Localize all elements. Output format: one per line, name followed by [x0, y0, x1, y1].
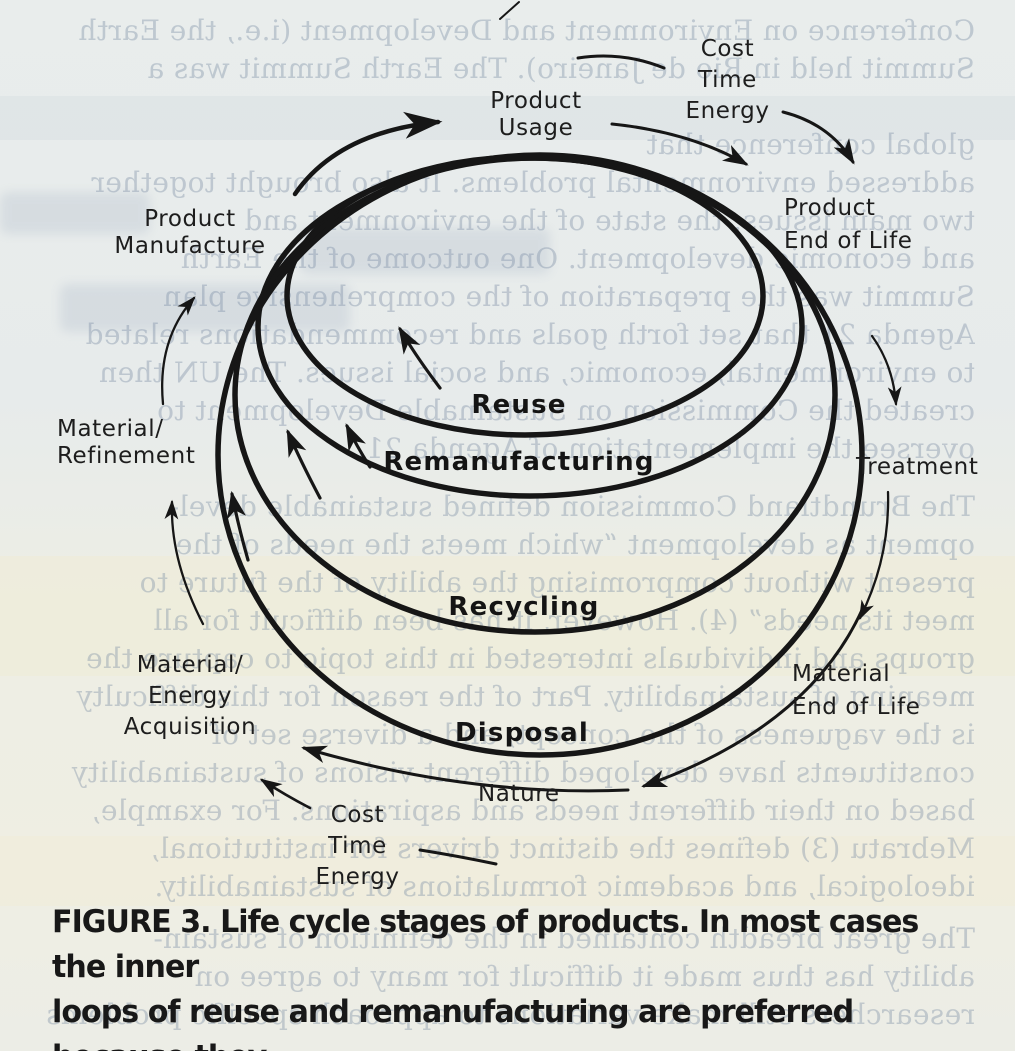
label-product-end-of-life: Product End of Life	[784, 192, 1004, 258]
label-cost-time-energy-bottom: Cost Time Energy	[285, 800, 430, 893]
ghost-headline-blob	[60, 284, 350, 332]
arrow-cost-to-eol	[610, 122, 749, 166]
label-line: Product	[144, 206, 236, 232]
label-remanufacturing: Remanufacturing	[383, 447, 655, 477]
label-material-refinement: Material/ Refinement	[57, 416, 257, 470]
label-product-manufacture: Product Manufacture	[90, 206, 290, 260]
label-line: Material/	[57, 416, 164, 442]
caption-line: loops of reuse and remanufacturing are p…	[52, 994, 854, 1051]
label-line: Time	[328, 833, 387, 859]
label-cost-time-energy-top: Cost Time Energy	[655, 34, 800, 127]
label-line: Time	[698, 67, 757, 93]
arrow-into-usage	[292, 111, 443, 197]
label-line: Product	[784, 195, 876, 221]
arrow-treatment-to-material-eol	[858, 490, 890, 621]
label-line: Material/	[136, 652, 244, 678]
label-line: End of Life	[784, 228, 913, 254]
label-line: Material	[792, 661, 891, 687]
label-line: Acquisition	[123, 714, 257, 740]
label-line: Treatment	[856, 454, 979, 480]
label-line: End of Life	[792, 694, 921, 720]
cost-stroke-top	[576, 54, 666, 70]
cost-stroke-bottom	[418, 848, 498, 866]
loop-disposal	[215, 152, 865, 758]
arrow-cost-to-eol-2	[781, 110, 855, 165]
arrow-loop-up	[227, 490, 250, 562]
label-material-end-of-life: Material End of Life	[792, 658, 1012, 724]
arrow-loop-up	[345, 423, 372, 469]
label-line: Energy	[147, 683, 233, 709]
label-line: Cost	[700, 36, 755, 62]
arrow-cost-bottom	[259, 778, 312, 810]
label-nature: Nature	[478, 781, 598, 808]
arrow-acquisition-to-refinement	[164, 499, 205, 626]
label-line: Refinement	[57, 443, 196, 469]
diagram-strokes	[161, 1, 902, 866]
arrow-refinement-to-manufacture	[161, 296, 196, 406]
label-line: Cost	[330, 802, 385, 828]
label-line: Energy	[685, 98, 770, 124]
figure-caption: FIGURE 3. Life cycle stages of products.…	[52, 900, 974, 1051]
arrow-nature-to-acquisition	[301, 745, 630, 793]
label-line: Usage	[498, 115, 574, 141]
label-product-usage: Product Usage	[436, 88, 636, 142]
arrow-material-eol-to-nature	[641, 608, 864, 788]
label-recycling: Recycling	[448, 592, 600, 622]
ghost-headline-blob	[300, 228, 550, 274]
label-line: Energy	[315, 864, 400, 890]
label-line: Product	[490, 88, 582, 114]
label-treatment: Treatment	[856, 454, 1015, 481]
label-disposal: Disposal	[455, 718, 589, 748]
arrow-eol-to-treatment	[870, 334, 902, 407]
loop-recycling	[232, 155, 838, 635]
label-line: Nature	[478, 781, 560, 807]
caption-line: FIGURE 3. Life cycle stages of products.…	[52, 904, 919, 985]
label-reuse: Reuse	[471, 390, 567, 420]
label-line: Manufacture	[114, 233, 266, 259]
arrow-loop-up	[286, 429, 322, 500]
ghost-headline-blob	[0, 192, 150, 234]
label-material-energy-acquisition: Material/ Energy Acquisition	[95, 650, 285, 743]
scan-pen-mark	[499, 1, 520, 20]
arrow-loop-up	[398, 326, 442, 390]
